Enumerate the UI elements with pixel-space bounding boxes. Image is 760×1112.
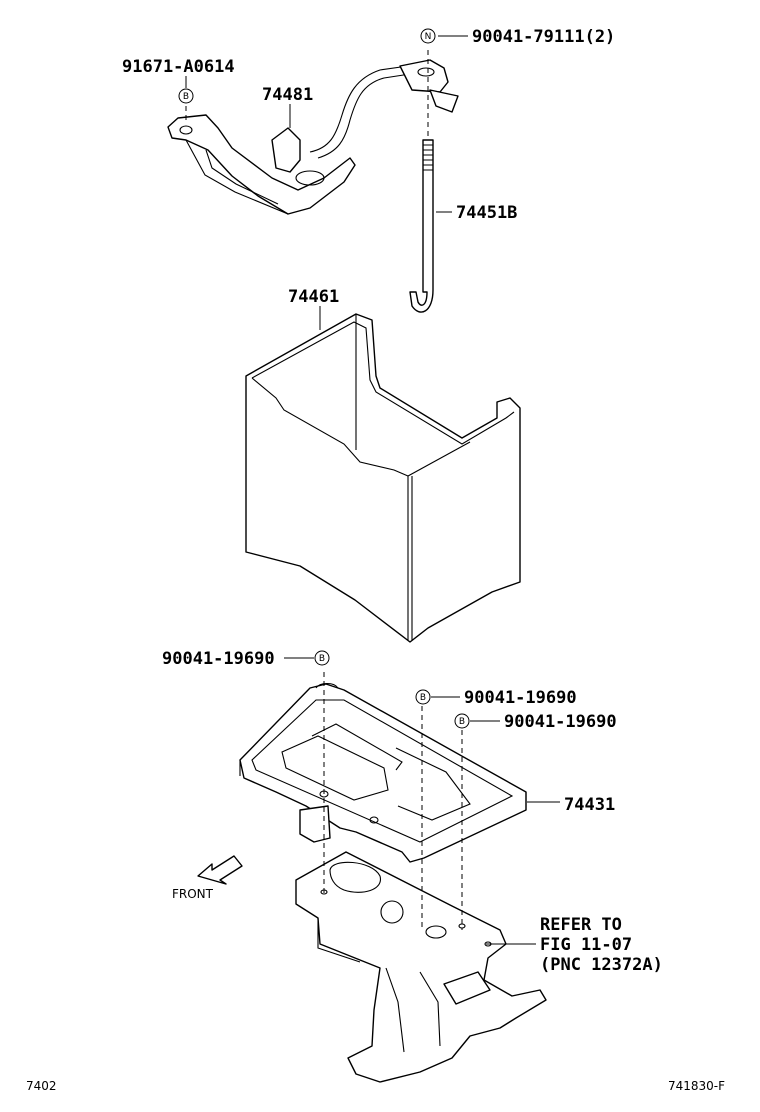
hold-down-rod-part (409, 50, 434, 313)
svg-text:B: B (319, 654, 325, 664)
page-code-right: 741830-F (668, 1079, 725, 1093)
label-bolt-mid: 90041-19690 (464, 688, 577, 708)
label-refer-line2: FIG 11-07 (540, 935, 632, 955)
bolt-symbol-mid: B (415, 689, 431, 705)
hold-down-clamp-part (167, 59, 459, 215)
label-battery-case: 74461 (288, 287, 339, 307)
bolt-symbol-clamp: B (178, 88, 194, 104)
tray-bracket-part (295, 851, 547, 1083)
label-front: FRONT (172, 887, 214, 901)
front-arrow-icon (197, 855, 243, 885)
battery-tray-part (239, 682, 527, 863)
label-hold-down-clamp: 74481 (262, 85, 313, 105)
label-battery-tray: 74431 (564, 795, 615, 815)
svg-text:B: B (459, 717, 465, 727)
svg-text:B: B (420, 693, 426, 703)
nut-symbol-top: N (420, 28, 436, 44)
bolt-symbol-left: B (314, 650, 330, 666)
label-bolt-right: 90041-19690 (504, 712, 617, 732)
label-clamp-bolt: 91671-A0614 (122, 57, 235, 77)
battery-case-part (245, 313, 521, 643)
svg-text:N: N (425, 32, 432, 42)
label-hold-down-rod: 74451B (456, 203, 517, 223)
svg-text:B: B (183, 92, 189, 102)
bolt-symbol-right: B (454, 713, 470, 729)
page-code-left: 7402 (26, 1079, 57, 1093)
label-refer-line1: REFER TO (540, 915, 622, 935)
label-refer-line3: (PNC 12372A) (540, 955, 663, 975)
label-nut-top: 90041-79111(2) (472, 27, 615, 47)
label-bolt-left: 90041-19690 (162, 649, 275, 669)
